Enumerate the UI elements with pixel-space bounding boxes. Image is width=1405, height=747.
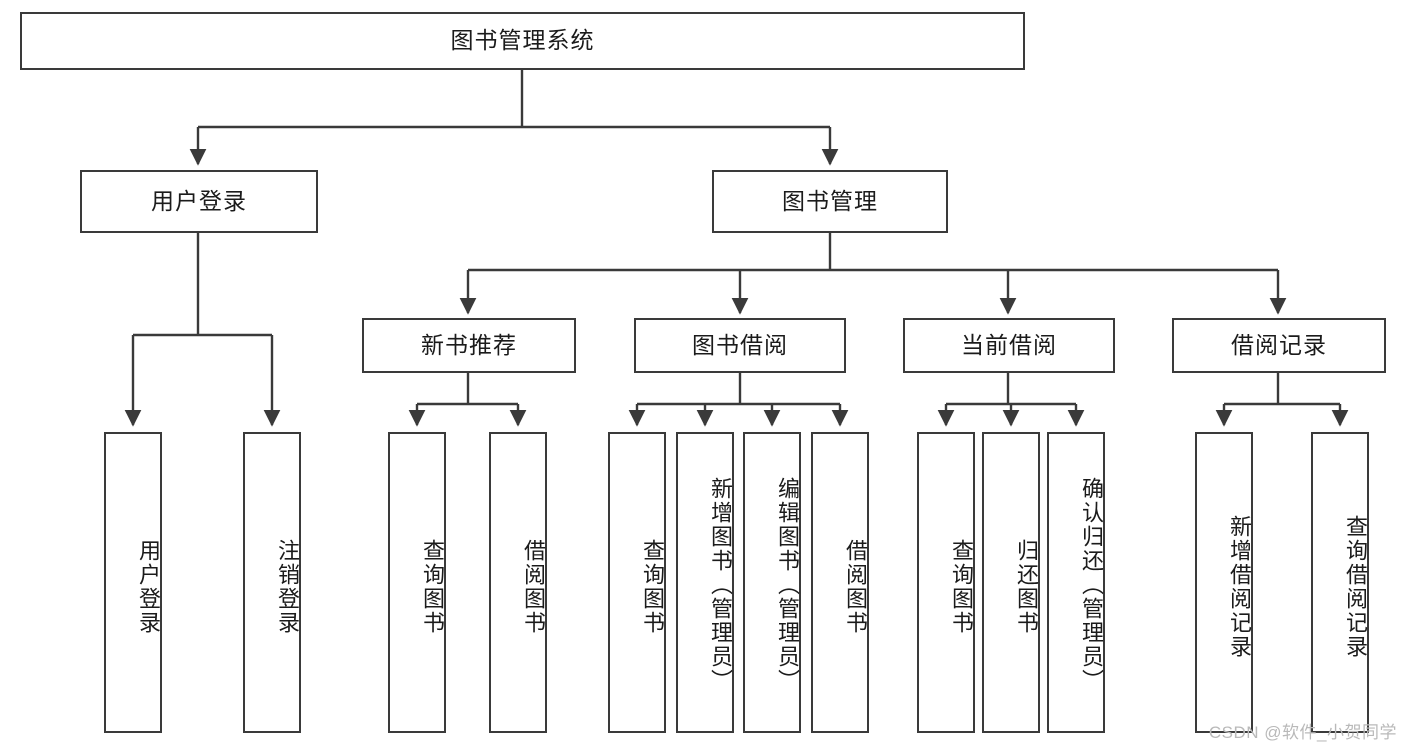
node-label: 注销登录 — [275, 538, 300, 635]
node-label: 当前借阅 — [961, 331, 1057, 358]
node-leaf-add-book[interactable]: 新增图书（管理员） — [676, 432, 734, 733]
node-book-management-system[interactable]: 图书管理系统 — [20, 12, 1025, 70]
node-label: 新增图书（管理员） — [708, 476, 733, 693]
node-book-management[interactable]: 图书管理 — [712, 170, 948, 233]
node-label: 图书管理系统 — [450, 27, 595, 54]
node-label: 借阅记录 — [1231, 331, 1327, 358]
node-leaf-logout[interactable]: 注销登录 — [243, 432, 301, 733]
node-label: 查询图书 — [420, 538, 445, 635]
node-label: 用户登录 — [136, 538, 161, 635]
node-borrow-record[interactable]: 借阅记录 — [1172, 318, 1386, 373]
node-new-book-recommend[interactable]: 新书推荐 — [362, 318, 576, 373]
node-user-login[interactable]: 用户登录 — [80, 170, 318, 233]
node-leaf-query-record[interactable]: 查询借阅记录 — [1311, 432, 1369, 733]
node-label: 查询图书 — [640, 538, 665, 635]
node-leaf-borrow-book-1[interactable]: 借阅图书 — [489, 432, 547, 733]
node-label: 借阅图书 — [521, 538, 546, 635]
node-current-borrow[interactable]: 当前借阅 — [903, 318, 1115, 373]
node-label: 新增借阅记录 — [1227, 514, 1252, 659]
node-leaf-return-book[interactable]: 归还图书 — [982, 432, 1040, 733]
node-label: 图书借阅 — [692, 331, 788, 358]
node-leaf-borrow-book-2[interactable]: 借阅图书 — [811, 432, 869, 733]
node-label: 查询图书 — [949, 538, 974, 635]
node-label: 借阅图书 — [843, 538, 868, 635]
node-leaf-add-record[interactable]: 新增借阅记录 — [1195, 432, 1253, 733]
node-label: 查询借阅记录 — [1343, 514, 1368, 659]
node-leaf-query-book-1[interactable]: 查询图书 — [388, 432, 446, 733]
node-book-borrow[interactable]: 图书借阅 — [634, 318, 846, 373]
node-label: 确认归还（管理员） — [1079, 476, 1104, 693]
node-label: 归还图书 — [1014, 538, 1039, 635]
node-leaf-confirm-return[interactable]: 确认归还（管理员） — [1047, 432, 1105, 733]
node-leaf-edit-book[interactable]: 编辑图书（管理员） — [743, 432, 801, 733]
node-leaf-query-book-3[interactable]: 查询图书 — [917, 432, 975, 733]
node-leaf-user-login[interactable]: 用户登录 — [104, 432, 162, 733]
node-label: 编辑图书（管理员） — [775, 476, 800, 693]
node-label: 用户登录 — [151, 187, 247, 214]
node-label: 图书管理 — [782, 187, 878, 214]
node-leaf-query-book-2[interactable]: 查询图书 — [608, 432, 666, 733]
node-label: 新书推荐 — [421, 331, 517, 358]
